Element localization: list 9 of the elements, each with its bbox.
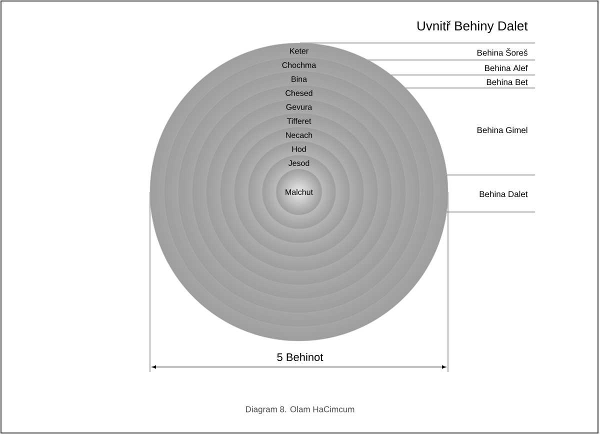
dimension-label: 5 Behinot [276, 352, 324, 362]
side-label: Behina Gimel [477, 126, 528, 134]
caption: Diagram 8. Olam HaCimcum [246, 406, 354, 414]
ring: Malchut [276, 168, 322, 216]
side-label: Behina Bet [486, 78, 528, 86]
side-label: Behina Alef [485, 64, 528, 72]
side-label: Behina Dalet [480, 190, 528, 198]
side-label: Behina Šoreš [477, 48, 528, 56]
title: Uvnitř Behiny Dalet [418, 20, 528, 34]
